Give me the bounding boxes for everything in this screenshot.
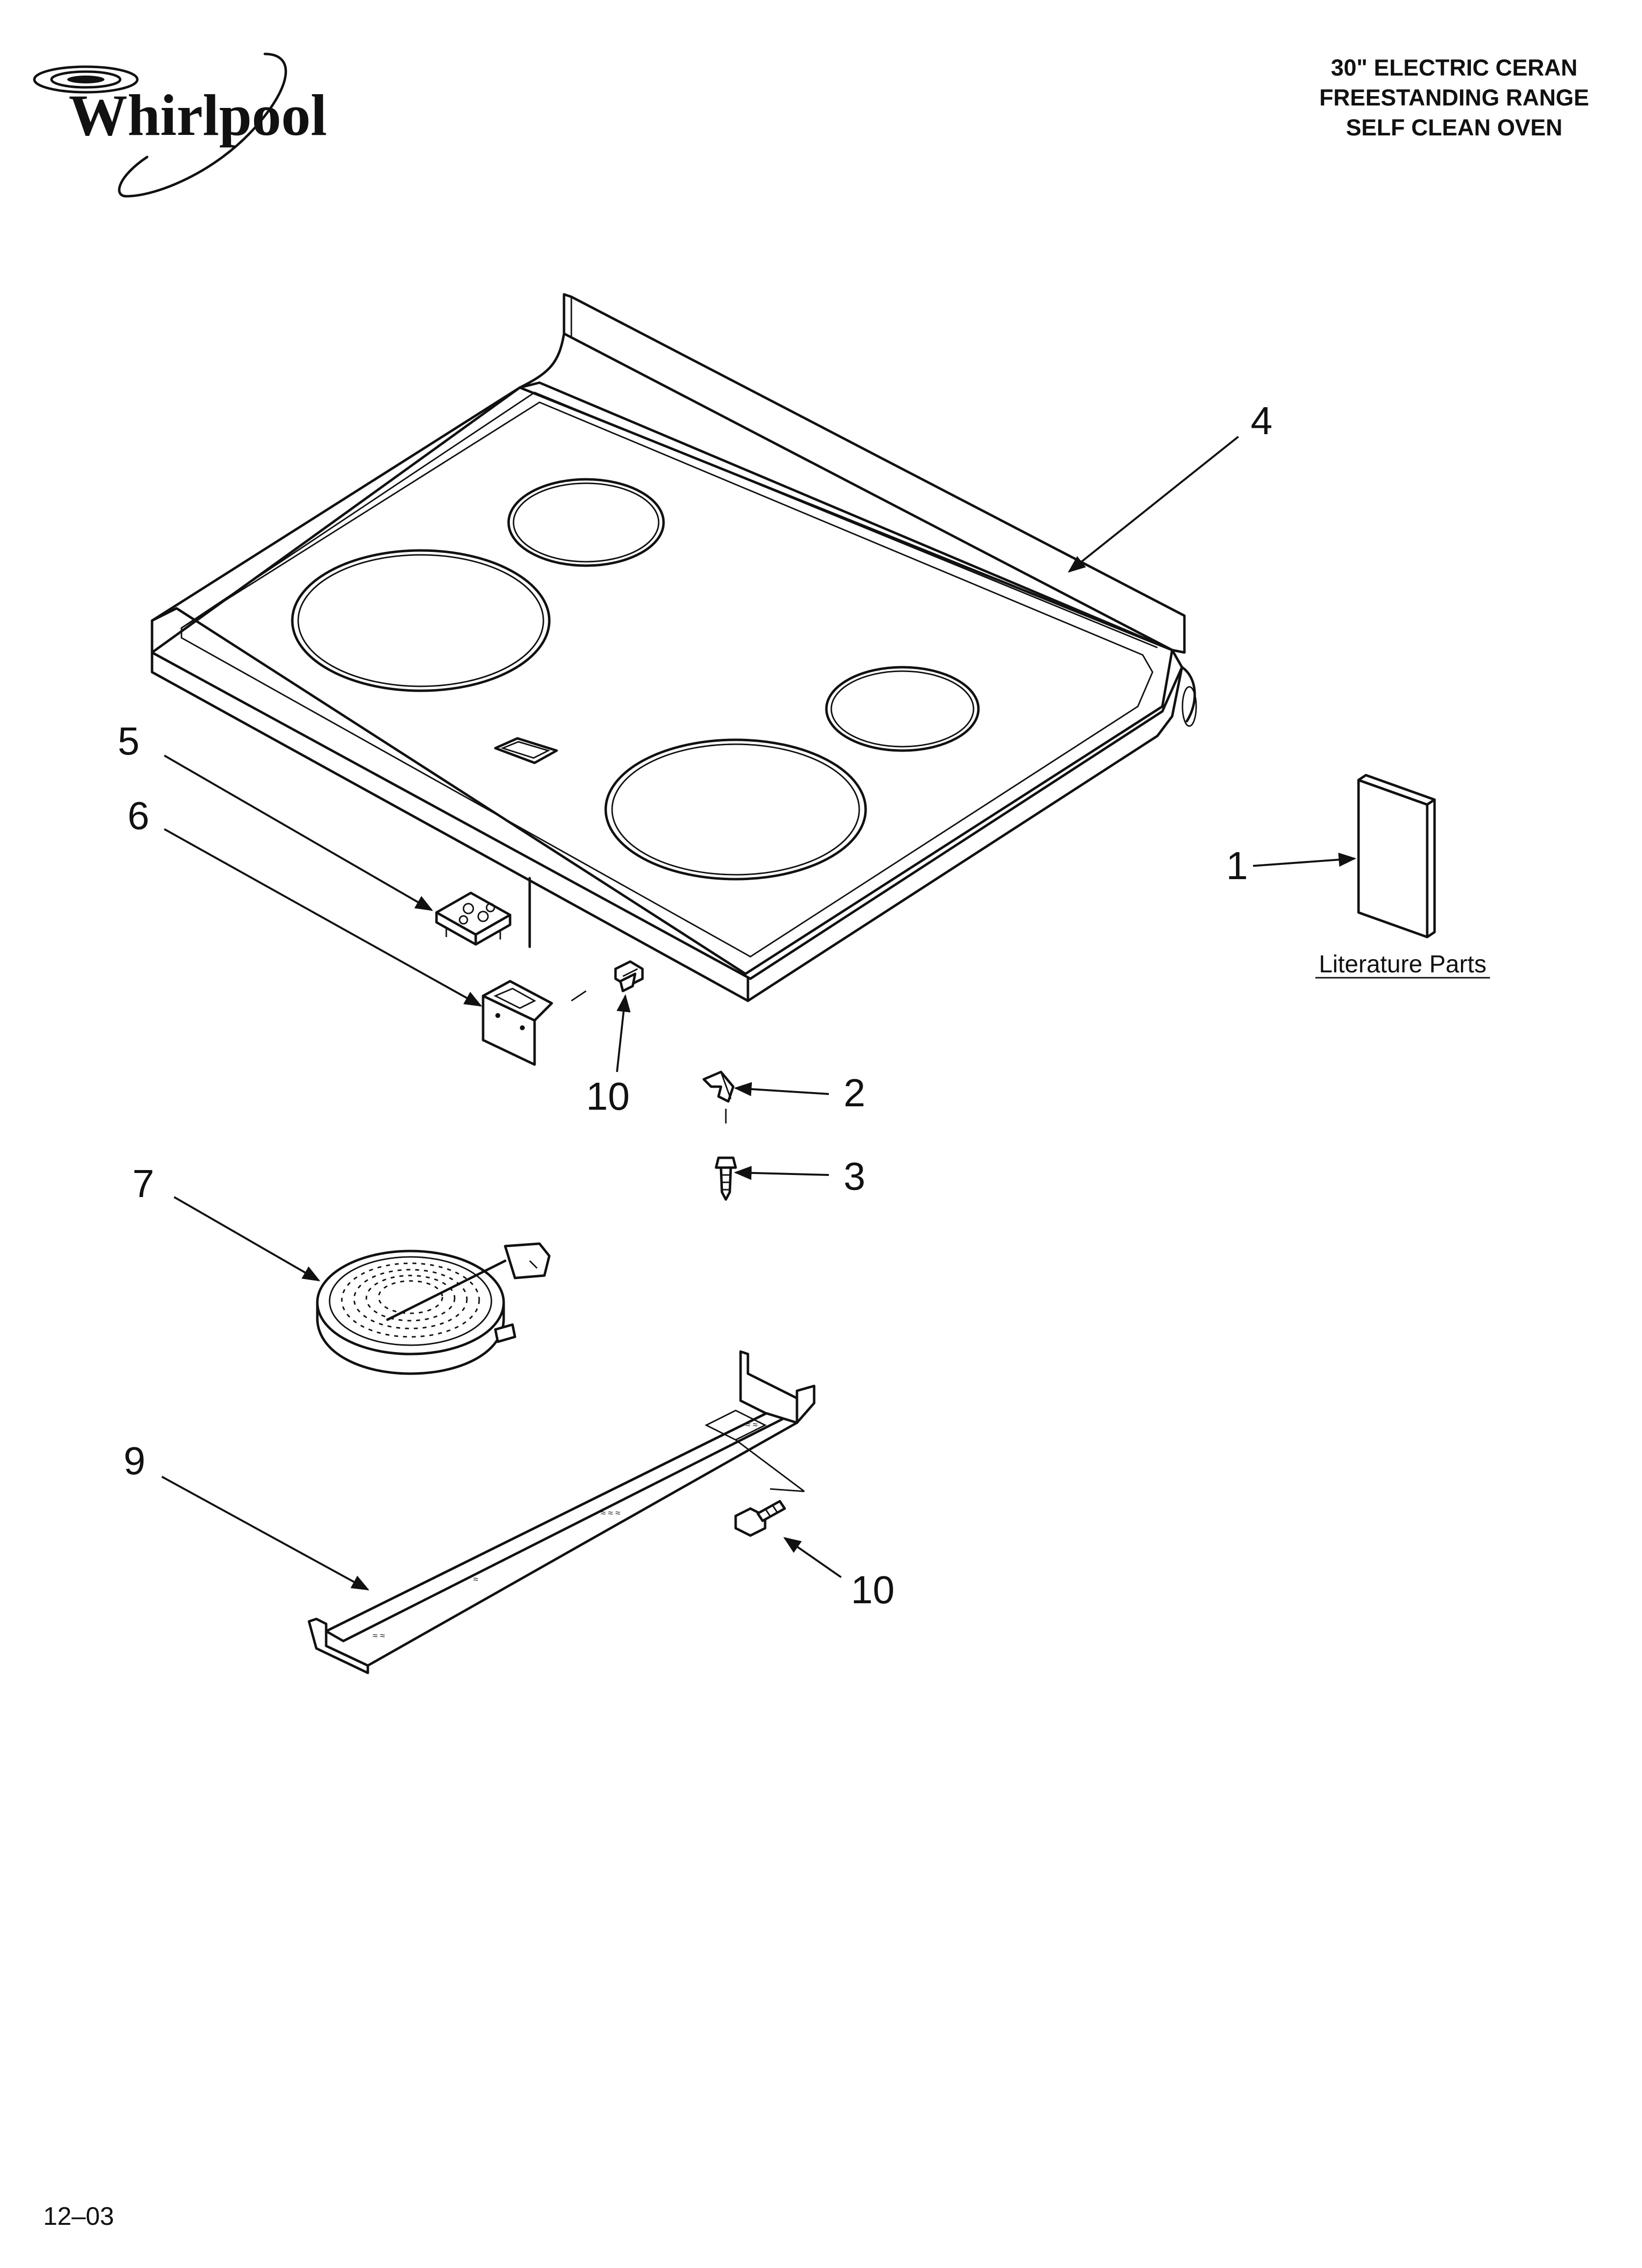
leader-1 bbox=[1253, 852, 1357, 867]
whirlpool-logo: Whirlpool bbox=[33, 52, 327, 198]
footer-code: 12–03 bbox=[43, 2202, 114, 2231]
callout-numbers: 4 5 6 1 10 2 3 7 9 10 bbox=[118, 399, 1273, 1612]
callout-1: 1 bbox=[1226, 844, 1248, 887]
switch-part bbox=[435, 877, 531, 948]
svg-text:≈ ≈: ≈ ≈ bbox=[745, 1420, 758, 1430]
leader-9 bbox=[161, 1476, 370, 1590]
leader-4 bbox=[1068, 436, 1239, 573]
leader-5 bbox=[163, 755, 434, 911]
leader-6 bbox=[164, 828, 483, 1007]
callout-2: 2 bbox=[844, 1071, 866, 1115]
literature-parts-label: Literature Parts bbox=[1319, 950, 1487, 978]
leader-lines bbox=[161, 436, 1357, 1590]
callout-6: 6 bbox=[128, 794, 150, 837]
leader-7 bbox=[174, 1196, 321, 1281]
burner-front-left bbox=[291, 549, 551, 692]
leader-3 bbox=[734, 1166, 829, 1180]
svg-text:≈: ≈ bbox=[473, 1574, 478, 1584]
callout-7: 7 bbox=[132, 1162, 154, 1205]
screw-part-upper bbox=[614, 960, 644, 992]
rail-part: ≈ ≈ ≈ ≈ ≈ ≈ ≈ ≈ bbox=[308, 1350, 816, 1674]
svg-text:≈ ≈: ≈ ≈ bbox=[373, 1631, 385, 1641]
cooktop-part bbox=[151, 293, 1197, 1002]
burner-front-right bbox=[604, 738, 867, 881]
screw-part-3 bbox=[715, 1156, 737, 1201]
screw-part-lower bbox=[734, 1500, 786, 1537]
leader-2 bbox=[734, 1082, 829, 1096]
callout-10-upper: 10 bbox=[586, 1074, 630, 1118]
clip-part bbox=[702, 1070, 735, 1123]
callout-3: 3 bbox=[844, 1154, 866, 1198]
callout-5: 5 bbox=[118, 719, 140, 763]
callout-9: 9 bbox=[124, 1439, 146, 1483]
title-line-3: SELF CLEAN OVEN bbox=[1346, 114, 1562, 140]
title-line-1: 30" ELECTRIC CERAN bbox=[1331, 54, 1578, 80]
leader-10-upper bbox=[616, 994, 631, 1072]
logo-swoosh bbox=[118, 52, 287, 198]
leader-10-lower bbox=[783, 1537, 842, 1578]
literature-parts: Literature Parts bbox=[1315, 774, 1490, 979]
burner-rear-left bbox=[507, 478, 665, 567]
callout-10-lower: 10 bbox=[851, 1568, 895, 1612]
radiant-element-part bbox=[316, 1242, 551, 1375]
swirl-icon bbox=[33, 65, 139, 94]
cooktop-surface bbox=[151, 381, 1174, 975]
svg-text:≈ ≈ ≈: ≈ ≈ ≈ bbox=[601, 1508, 620, 1518]
title-block: 30" ELECTRIC CERAN FREESTANDING RANGE SE… bbox=[1319, 54, 1589, 140]
title-line-2: FREESTANDING RANGE bbox=[1319, 84, 1589, 110]
indicator-window bbox=[494, 737, 558, 764]
bracket-part bbox=[482, 980, 587, 1066]
logo-wordmark: Whirlpool bbox=[69, 82, 327, 148]
burner-rear-right bbox=[825, 666, 980, 752]
callout-4: 4 bbox=[1251, 399, 1273, 443]
